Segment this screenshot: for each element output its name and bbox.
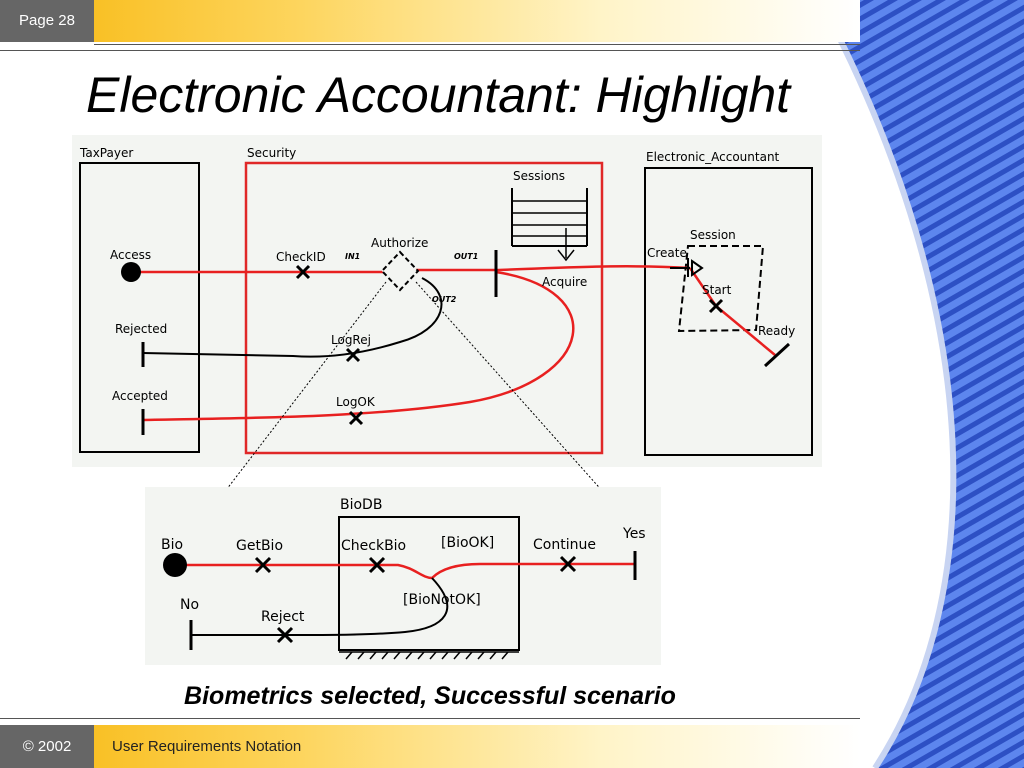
biodb-component	[338, 516, 520, 651]
getbio-responsibility	[254, 556, 272, 574]
rejected-path	[142, 277, 443, 358]
session-component	[677, 245, 765, 333]
out1-label: OUT1	[454, 252, 478, 261]
accountant-component	[644, 167, 813, 456]
bio-label: Bio	[161, 537, 183, 553]
logrej-label: LogRej	[331, 333, 371, 347]
out2-label: OUT2	[432, 295, 457, 304]
biodb-hatching	[339, 651, 519, 660]
taxpayer-component	[79, 162, 200, 453]
checkid-responsibility	[295, 264, 311, 280]
access-label: Access	[110, 248, 151, 262]
logrej-responsibility	[345, 347, 361, 363]
accountant-label: Electronic_Accountant	[646, 150, 780, 164]
slide-caption: Biometrics selected, Successful scenario	[184, 682, 676, 710]
session-label: Session	[690, 228, 736, 242]
authorize-label: Authorize	[371, 236, 428, 250]
page-number: Page 28	[0, 0, 94, 42]
footer-bar	[0, 725, 860, 768]
top-diagram-background	[72, 135, 822, 467]
create-label: Create	[647, 246, 687, 260]
ready-label: Ready	[758, 324, 795, 338]
bottom-diagram-background	[145, 487, 661, 665]
sessions-label: Sessions	[513, 169, 565, 183]
bio-start-point	[163, 553, 187, 577]
biook-label: [BioOK]	[441, 535, 494, 551]
logok-responsibility	[348, 410, 364, 426]
bio-reject-path	[191, 577, 449, 636]
in1-label: IN1	[345, 252, 360, 261]
start-responsibility	[708, 298, 724, 314]
biodb-label: BioDB	[340, 497, 382, 513]
reject-responsibility	[276, 626, 294, 644]
getbio-label: GetBio	[236, 538, 283, 554]
ready-end-bar	[763, 342, 791, 368]
accepted-label: Accepted	[112, 389, 168, 403]
accepted-path	[142, 270, 575, 422]
sessions-pool	[511, 188, 588, 262]
copyright: © 2002	[0, 725, 94, 768]
taxpayer-label: TaxPayer	[79, 146, 133, 160]
rejected-label: Rejected	[115, 322, 167, 336]
continue-label: Continue	[533, 537, 596, 553]
header-rule-2	[0, 50, 860, 51]
start-label: Start	[702, 283, 732, 297]
main-path	[131, 265, 691, 274]
continue-responsibility	[559, 555, 577, 573]
security-label: Security	[247, 146, 296, 160]
create-arrow	[670, 258, 704, 277]
acquire-label: Acquire	[542, 275, 587, 289]
authorize-stub	[380, 250, 420, 292]
reject-label: Reject	[261, 609, 305, 625]
checkid-label: CheckID	[276, 250, 326, 264]
no-label: No	[180, 597, 199, 613]
logok-label: LogOK	[336, 395, 376, 409]
yes-label: Yes	[622, 526, 646, 542]
access-start-point	[121, 262, 141, 282]
checkbio-label: CheckBio	[341, 538, 406, 554]
bionotok-label: [BioNotOK]	[403, 592, 481, 608]
footer-rule	[0, 718, 860, 719]
binding-line-out	[415, 281, 631, 523]
footer-text: User Requirements Notation	[112, 738, 302, 755]
checkbio-responsibility	[368, 556, 386, 574]
security-component	[244, 161, 604, 455]
header-rule	[94, 44, 860, 45]
header-bar	[0, 0, 860, 42]
slide-title: Electronic Accountant: Highlight	[86, 67, 791, 123]
